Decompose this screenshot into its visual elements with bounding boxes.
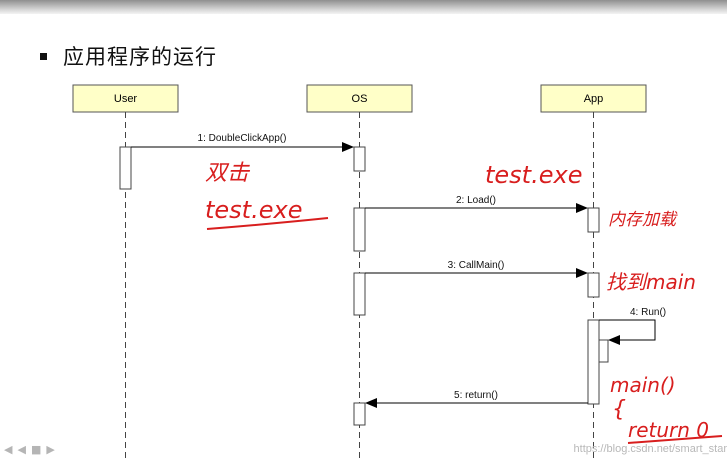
lifeline-app: App: [540, 84, 647, 113]
message-1-label: 1: DoubleClickApp(): [198, 133, 287, 144]
annotation-double-click: 双击: [205, 161, 251, 186]
window-top-bar: [0, 0, 727, 14]
lifeline-os-label: OS: [352, 93, 368, 105]
lifeline-os: OS: [306, 84, 413, 113]
message-2-label: 2: Load(): [456, 195, 496, 206]
watermark: https://blog.csdn.net/smart_star: [573, 443, 727, 455]
activation-os-1: [353, 146, 366, 172]
activation-app-nested: [598, 339, 609, 363]
annotation-underline: [206, 217, 329, 230]
next-icon[interactable]: ▶: [46, 443, 55, 456]
message-3-label: 3: CallMain(): [448, 260, 505, 271]
activation-os-4: [353, 402, 366, 426]
message-4-label: 4: Run(): [630, 307, 666, 318]
annotation-main-call: main(): [610, 373, 676, 397]
lifeline-user-label: User: [114, 93, 138, 105]
annotation-test-exe-right: test.exe: [485, 161, 582, 189]
back-icon[interactable]: ◀: [4, 443, 13, 456]
slide-title: 应用程序的运行: [40, 41, 217, 71]
lifeline-app-label: App: [584, 93, 604, 105]
forward-icon[interactable]: ◀: [17, 443, 26, 456]
activation-app-1: [587, 207, 600, 233]
activation-os-3: [353, 272, 366, 316]
activation-user: [119, 146, 132, 190]
annotation-brace: {: [612, 397, 626, 422]
annotation-find-main: 找到main: [606, 270, 696, 294]
activation-os-2: [353, 207, 366, 252]
annotation-load-note: 内存加载: [608, 210, 678, 230]
activation-app-3: [587, 319, 600, 405]
annotation-test-exe-left: test.exe: [205, 196, 302, 224]
grid-icon[interactable]: ■: [30, 443, 42, 456]
activation-app-2: [587, 272, 600, 298]
annotation-return-underline: [627, 435, 723, 444]
player-controls: ◀ ◀ ■ ▶: [4, 443, 55, 456]
message-5-label: 5: return(): [454, 390, 498, 401]
lifeline-user: User: [72, 84, 179, 113]
slide-title-text: 应用程序的运行: [63, 45, 217, 69]
message-4-arrow: [599, 319, 656, 345]
bullet-icon: [40, 52, 47, 60]
